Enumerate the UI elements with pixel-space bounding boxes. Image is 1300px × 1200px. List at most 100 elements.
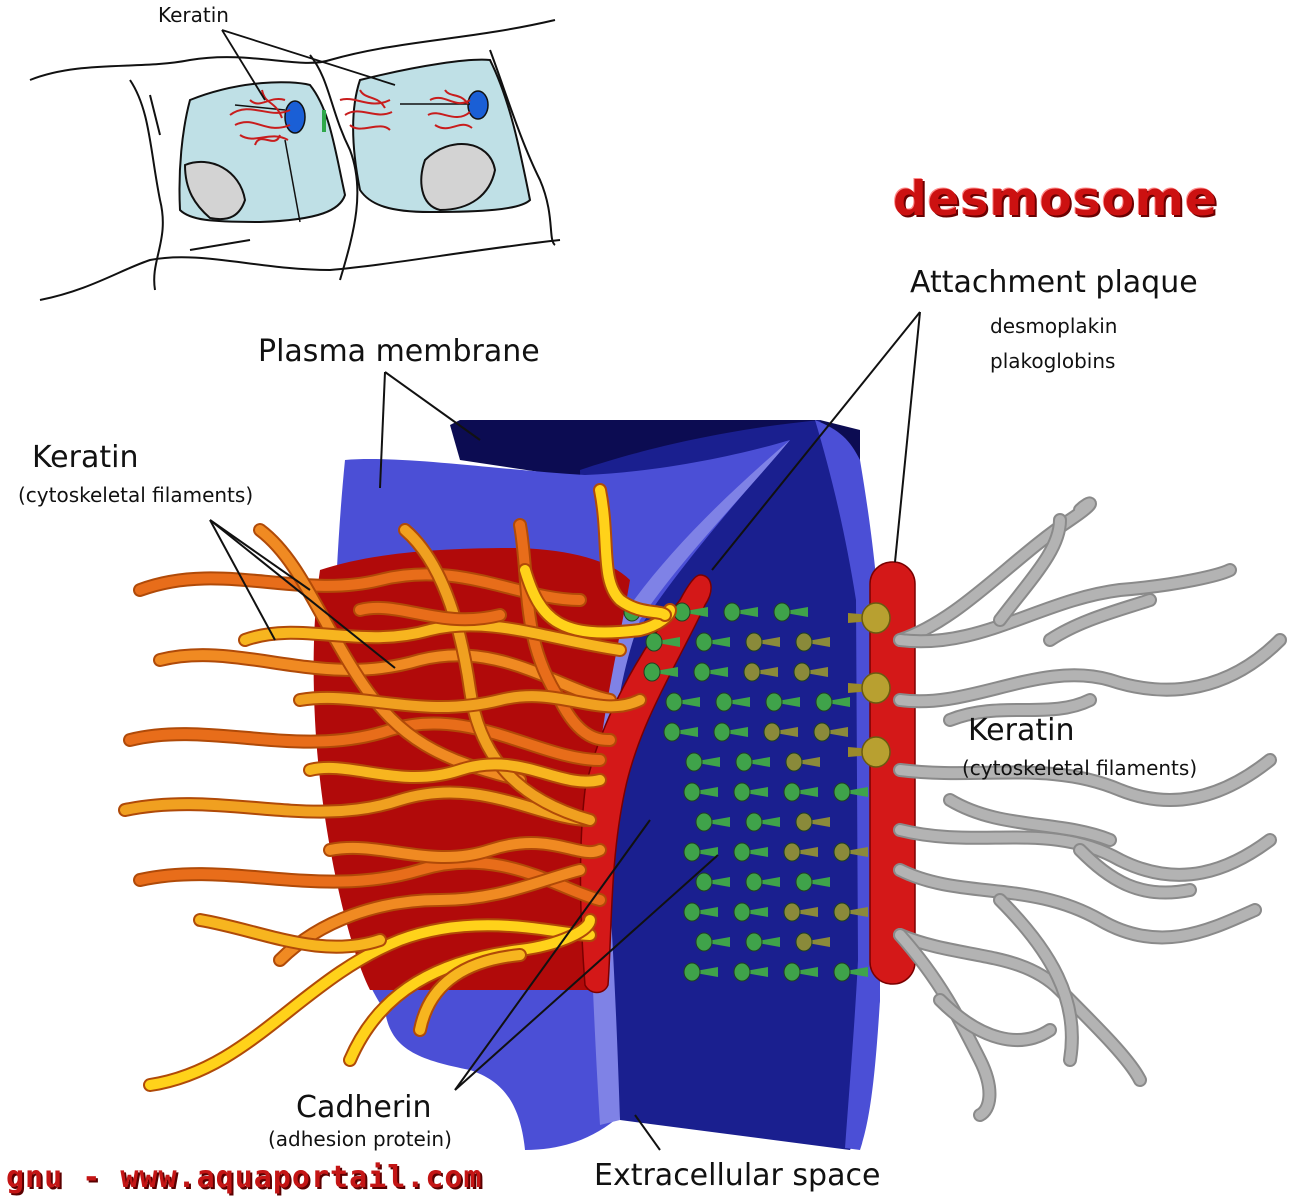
cell-right: [352, 58, 532, 214]
cadherin-peg: [793, 662, 828, 682]
cadherin-peg: [643, 662, 678, 682]
cadherin-peg: [695, 932, 730, 952]
keratin-filament: [305, 759, 605, 787]
cadherin-peg: [645, 632, 680, 652]
cadherin-peg: [733, 842, 768, 862]
keratin-filament: [275, 865, 585, 965]
keratin-filament: [195, 915, 385, 952]
keratin-filament: [400, 525, 595, 825]
label-desmoplakin: desmoplakin: [990, 314, 1118, 338]
keratin-filament: [895, 635, 1285, 707]
keratin-filament: [295, 691, 645, 713]
keratin-filament: [255, 525, 525, 785]
label-extracellular-space: Extracellular space: [594, 1158, 881, 1193]
keratin-filament: [135, 569, 585, 605]
keratin-right-filaments: [893, 496, 1287, 1122]
keratin-filament: [895, 930, 1145, 1085]
cadherin-peg: [833, 782, 868, 802]
label-cadherin-sub: (adhesion protein): [268, 1127, 452, 1151]
cadherin-peg: [833, 962, 868, 982]
label-cadherin: Cadherin: [296, 1090, 432, 1125]
cadherin-peg: [693, 662, 728, 682]
label-plasma-membrane: Plasma membrane: [258, 334, 540, 369]
attachment-plaque-left: [579, 574, 712, 994]
cadherin-peg: [683, 902, 718, 922]
inset-keratin: [229, 89, 473, 146]
keratin-filament: [895, 825, 1275, 880]
cadherin-peg: [663, 722, 698, 742]
plakoglobin-knob: [848, 736, 891, 768]
cadherin-peg: [715, 692, 750, 712]
keratin-filament: [895, 498, 1095, 645]
cadherin-group: [623, 602, 891, 982]
keratin-filament: [240, 620, 625, 655]
keratin-filament: [945, 695, 1095, 725]
cadherin-peg: [745, 872, 780, 892]
cadherin-peg: [783, 902, 818, 922]
diagram-title: desmosome: [893, 172, 1218, 227]
cadherin-peg: [783, 782, 818, 802]
keratin-filament: [893, 928, 1147, 1087]
cadherin-peg: [683, 782, 718, 802]
keratin-filament: [895, 930, 995, 1120]
keratin-filament: [995, 895, 1077, 1065]
cadherin-peg: [763, 722, 798, 742]
keratin-filament: [945, 795, 1115, 845]
cadherin-peg: [773, 602, 808, 622]
cadherin-peg: [795, 812, 830, 832]
cadherin-peg: [765, 692, 800, 712]
cadherin-peg: [713, 722, 748, 742]
keratin-filament: [125, 718, 605, 765]
cadherin-peg: [785, 752, 820, 772]
cadherin-peg: [723, 602, 758, 622]
keratin-filament: [120, 787, 595, 825]
footer-credit: gnu - www.aquaportail.com: [6, 1160, 483, 1195]
cadherin-peg: [833, 902, 868, 922]
keratin-filament: [325, 837, 605, 862]
cadherin-peg: [745, 812, 780, 832]
cadherin-peg: [683, 962, 718, 982]
cadherin-peg: [795, 932, 830, 952]
cadherin-peg: [745, 932, 780, 952]
keratin-filament: [1045, 595, 1155, 645]
keratin-filament: [895, 865, 1260, 943]
cadherin-peg: [815, 692, 850, 712]
cadherin-peg: [795, 632, 830, 652]
label-plakoglobins: plakoglobins: [990, 349, 1116, 373]
keratin-filament: [895, 755, 1275, 805]
keratin-left-filaments: [118, 483, 677, 1092]
label-keratin-right-sub: (cytoskeletal filaments): [962, 756, 1198, 780]
inset-keratin-leader: [221, 29, 396, 101]
keratin-filament: [1075, 845, 1195, 898]
cell-inset: [29, 19, 561, 301]
cadherin-peg: [665, 692, 700, 712]
cadherin-peg: [695, 872, 730, 892]
cadherin-peg: [783, 962, 818, 982]
label-keratin-left: Keratin: [32, 440, 139, 475]
cadherin-peg: [813, 722, 848, 742]
cadherin-peg: [733, 902, 768, 922]
cadherin-peg: [795, 872, 830, 892]
cadherin-peg: [695, 812, 730, 832]
cadherin-peg: [743, 662, 778, 682]
cadherin-peg: [685, 752, 720, 772]
keratin-filament: [595, 485, 670, 620]
leader-lines: [209, 311, 921, 1151]
keratin-filament: [995, 515, 1065, 625]
label-keratin-right: Keratin: [968, 713, 1075, 748]
right-membrane: [815, 420, 880, 1150]
cadherin-peg: [733, 782, 768, 802]
cadherin-peg: [735, 752, 770, 772]
label-keratin-inset: Keratin: [158, 3, 229, 27]
cadherin-peg: [733, 962, 768, 982]
keratin-filament: [935, 995, 1055, 1045]
plakoglobin-knob: [848, 672, 891, 704]
keratin-filament: [893, 633, 1287, 709]
keratin-filament: [145, 920, 595, 1090]
keratin-filament: [895, 565, 1235, 647]
cadherin-peg: [783, 842, 818, 862]
cadherin-peg: [833, 842, 868, 862]
cadherin-peg: [695, 632, 730, 652]
cadherin-peg: [745, 632, 780, 652]
